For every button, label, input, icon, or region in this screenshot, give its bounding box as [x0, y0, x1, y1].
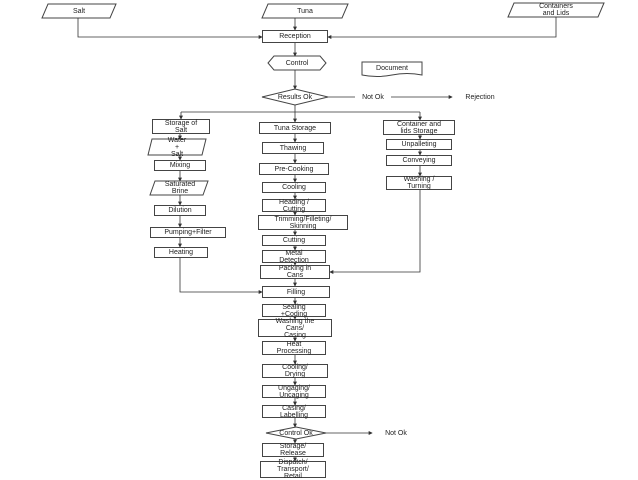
salt-step-pumping: Pumping+Filter [150, 227, 226, 238]
tuna-step-washing: Washing the Cans/ Casing [258, 318, 332, 339]
document-shape [361, 61, 423, 77]
tuna-step-packing: Packing in Cans [260, 265, 330, 279]
rejection-label: Rejection [465, 93, 495, 101]
tuna-step-storage: Tuna Storage [259, 122, 331, 134]
storage-release-step: Storage/ Release [262, 443, 324, 457]
container-step-conveying: Conveying [386, 155, 452, 166]
tuna-step-filling: Filling [262, 286, 330, 298]
tuna-step-ungaging: Ungaging/ Uncaging [262, 385, 326, 399]
tuna-step-trimming: Trimming/Filleting/ Skinning [258, 215, 348, 230]
containers-input: Containers and Lids [539, 3, 573, 17]
connector-containers-to-reception [327, 17, 557, 39]
tuna-step-cutting: Cutting [262, 235, 326, 246]
dispatch-step: Dispatch/ Transport/ Retail [260, 459, 326, 480]
tuna-step-cooling: Cooling [262, 182, 326, 193]
control-step: Control [285, 59, 309, 67]
control-hexagon [267, 55, 327, 71]
connector-heating-to-filling [179, 258, 263, 294]
container-step-washing: Washing / Turning [386, 176, 452, 190]
container-step-unpalleting: Unpalleting [386, 139, 452, 150]
connector-container-to-packing [329, 190, 421, 274]
tuna-step-casing: Casing/ Labelling [262, 405, 326, 419]
salt-step-water-salt: Water + Salt [167, 136, 187, 158]
tuna-step-pre-cooking: Pre-Cooking [259, 163, 329, 175]
container-step-storage: Container and lids Storage [383, 120, 455, 135]
salt-step-brine: Saturated Brine [164, 181, 196, 195]
tuna-step-heading: Heading / Cutting [262, 199, 326, 213]
tuna-step-metal-detection: Metal Detection [262, 250, 326, 264]
reception-step: Reception [262, 30, 328, 43]
tuna-input: Tuna [297, 7, 313, 15]
salt-step-dilution: Dilution [154, 205, 206, 216]
document-label: Document [376, 64, 408, 72]
water-salt-shape [147, 138, 207, 156]
salt-input: Salt [72, 7, 86, 15]
not-ok-label: Not Ok [362, 93, 384, 101]
containers-input-shape [507, 2, 605, 18]
tuna-step-cooling-drying: Cooling/ Drying [262, 364, 328, 378]
control-ok-decision: Control Ok [279, 430, 313, 437]
tuna-step-heat-processing: Heat Processing [262, 341, 326, 355]
tuna-step-thawing: Thawing [262, 142, 324, 154]
salt-step-storage: Storage of Salt [152, 119, 210, 134]
salt-step-mixing: Mixing [154, 160, 206, 171]
tuna-step-sealing: Sealing +Coding [262, 304, 326, 318]
tuna-input-shape [261, 3, 349, 19]
final-not-ok-label: Not Ok [385, 430, 407, 437]
connector-salt-to-reception [77, 18, 263, 39]
results-ok-decision: Results Ok [277, 93, 313, 101]
salt-input-shape [41, 3, 117, 19]
salt-step-heating: Heating [154, 247, 208, 258]
saturated-brine-shape [149, 180, 209, 196]
